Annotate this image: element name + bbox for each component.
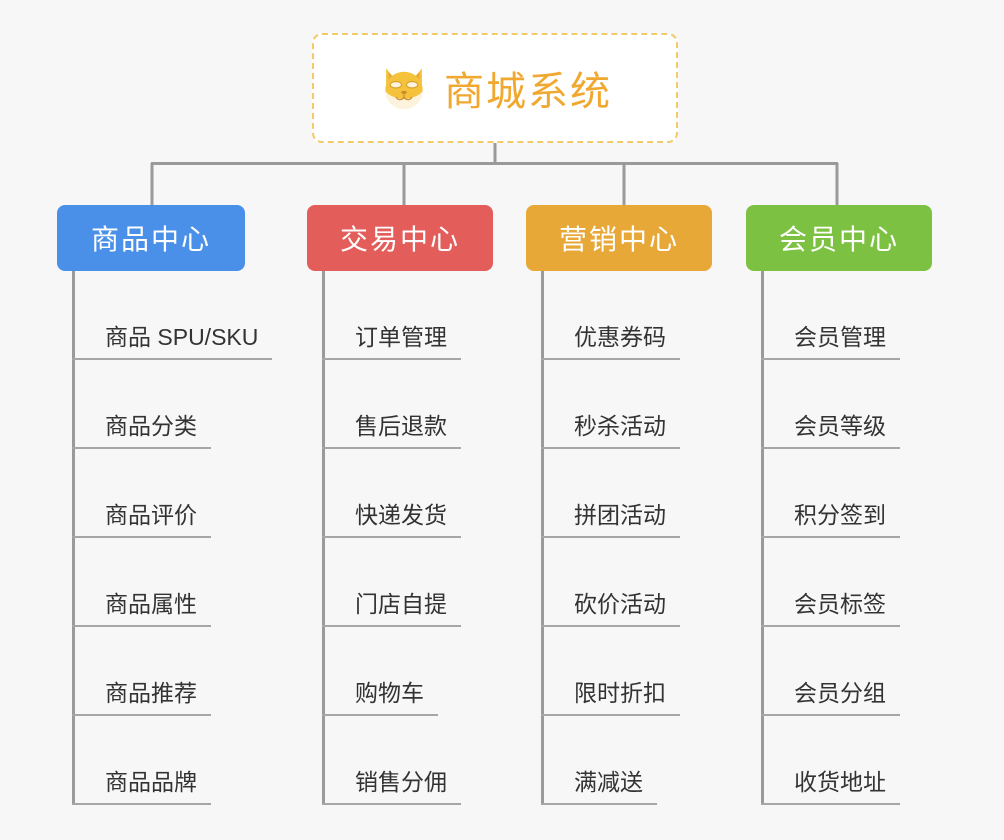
list-item[interactable]: 会员分组 xyxy=(746,627,932,716)
leaf-underline xyxy=(541,447,680,449)
leaf-underline xyxy=(322,447,461,449)
branch-header-trade-center[interactable]: 交易中心 xyxy=(307,205,493,271)
branch-spine xyxy=(72,271,75,805)
leaf-underline xyxy=(541,625,680,627)
leaf-label: 商品分类 xyxy=(105,413,197,439)
leaf-label: 积分签到 xyxy=(794,502,886,528)
leaf-underline xyxy=(72,625,211,627)
leaf-underline xyxy=(761,803,900,805)
leaf-label: 快递发货 xyxy=(355,502,447,528)
branch-column-trade-center: 交易中心 订单管理 售后退款 快递发货 门店自提 购物车 xyxy=(307,205,493,805)
list-item[interactable]: 门店自提 xyxy=(307,538,493,627)
list-item[interactable]: 商品 SPU/SKU xyxy=(57,271,272,360)
list-item[interactable]: 购物车 xyxy=(307,627,493,716)
leaf-underline xyxy=(72,714,211,716)
leaf-underline xyxy=(322,625,461,627)
branch-body: 商品 SPU/SKU 商品分类 商品评价 商品属性 商品推荐 商品品牌 xyxy=(57,271,272,805)
leaf-label: 收货地址 xyxy=(794,769,886,795)
branch-header-label: 商品中心 xyxy=(90,224,211,255)
leaf-label: 购物车 xyxy=(355,680,424,706)
root-node[interactable]: 商城系统 xyxy=(312,33,678,143)
leaf-underline xyxy=(541,714,680,716)
list-item[interactable]: 砍价活动 xyxy=(526,538,712,627)
branch-column-member-center: 会员中心 会员管理 会员等级 积分签到 会员标签 会员分组 xyxy=(746,205,932,805)
list-item[interactable]: 快递发货 xyxy=(307,449,493,538)
branch-header-member-center[interactable]: 会员中心 xyxy=(746,205,932,271)
branch-column-product-center: 商品中心 商品 SPU/SKU 商品分类 商品评价 商品属性 商品推荐 xyxy=(57,205,272,805)
leaf-label: 砍价活动 xyxy=(574,591,666,617)
leaf-underline xyxy=(761,358,900,360)
leaf-label: 商品评价 xyxy=(105,502,197,528)
leaf-label: 会员分组 xyxy=(794,680,886,706)
branch-spine xyxy=(761,271,764,805)
leaf-label: 限时折扣 xyxy=(574,680,666,706)
list-item[interactable]: 商品评价 xyxy=(57,449,258,538)
leaf-label: 会员标签 xyxy=(794,591,886,617)
leaf-underline xyxy=(322,536,461,538)
branch-header-label: 交易中心 xyxy=(339,224,460,255)
leaf-label: 商品品牌 xyxy=(105,769,197,795)
leaf-underline xyxy=(761,714,900,716)
leaf-underline xyxy=(761,447,900,449)
list-item[interactable]: 售后退款 xyxy=(307,360,493,449)
branch-body: 会员管理 会员等级 积分签到 会员标签 会员分组 收货地址 xyxy=(746,271,932,805)
leaf-label: 秒杀活动 xyxy=(574,413,666,439)
leaf-label: 满减送 xyxy=(574,769,643,795)
list-item[interactable]: 销售分佣 xyxy=(307,716,493,805)
list-item[interactable]: 秒杀活动 xyxy=(526,360,712,449)
leaf-underline xyxy=(72,358,272,360)
list-item[interactable]: 满减送 xyxy=(526,716,712,805)
leaf-label: 商品 SPU/SKU xyxy=(105,324,259,350)
leaf-label: 优惠券码 xyxy=(574,324,666,350)
list-item[interactable]: 商品分类 xyxy=(57,360,258,449)
leaf-label: 商品属性 xyxy=(105,591,197,617)
leaf-underline xyxy=(72,536,211,538)
list-item[interactable]: 拼团活动 xyxy=(526,449,712,538)
leaf-underline xyxy=(322,714,438,716)
branch-header-label: 营销中心 xyxy=(558,224,679,255)
branch-spine xyxy=(322,271,325,805)
list-item[interactable]: 会员等级 xyxy=(746,360,932,449)
leaf-label: 售后退款 xyxy=(355,413,447,439)
leaf-label: 门店自提 xyxy=(355,591,447,617)
leaf-underline xyxy=(541,803,657,805)
leaf-underline xyxy=(761,536,900,538)
leaf-label: 会员等级 xyxy=(794,413,886,439)
list-item[interactable]: 商品推荐 xyxy=(57,627,258,716)
branch-body: 订单管理 售后退款 快递发货 门店自提 购物车 销售分佣 xyxy=(307,271,493,805)
leaf-underline xyxy=(541,536,680,538)
list-item[interactable]: 优惠券码 xyxy=(526,271,712,360)
list-item[interactable]: 收货地址 xyxy=(746,716,932,805)
list-item[interactable]: 商品品牌 xyxy=(57,716,258,805)
list-item[interactable]: 会员管理 xyxy=(746,271,932,360)
leaf-label: 商品推荐 xyxy=(105,680,197,706)
leaf-underline xyxy=(322,803,461,805)
shiba-dog-face-icon xyxy=(378,62,430,114)
root-title: 商城系统 xyxy=(444,70,612,114)
leaf-underline xyxy=(72,447,211,449)
list-item[interactable]: 订单管理 xyxy=(307,271,493,360)
branch-body: 优惠券码 秒杀活动 拼团活动 砍价活动 限时折扣 满减送 xyxy=(526,271,712,805)
branch-column-marketing-center: 营销中心 优惠券码 秒杀活动 拼团活动 砍价活动 限时折扣 xyxy=(526,205,712,805)
list-item[interactable]: 商品属性 xyxy=(57,538,258,627)
leaf-label: 销售分佣 xyxy=(355,769,447,795)
leaf-underline xyxy=(322,358,461,360)
list-item[interactable]: 积分签到 xyxy=(746,449,932,538)
leaf-underline xyxy=(541,358,680,360)
leaf-underline xyxy=(761,625,900,627)
leaf-underline xyxy=(72,803,211,805)
branch-header-marketing-center[interactable]: 营销中心 xyxy=(526,205,712,271)
branch-header-product-center[interactable]: 商品中心 xyxy=(57,205,245,271)
branch-header-label: 会员中心 xyxy=(778,224,899,255)
list-item[interactable]: 限时折扣 xyxy=(526,627,712,716)
leaf-label: 拼团活动 xyxy=(574,502,666,528)
leaf-label: 会员管理 xyxy=(794,324,886,350)
list-item[interactable]: 会员标签 xyxy=(746,538,932,627)
leaf-label: 订单管理 xyxy=(355,324,447,350)
branch-spine xyxy=(541,271,544,805)
